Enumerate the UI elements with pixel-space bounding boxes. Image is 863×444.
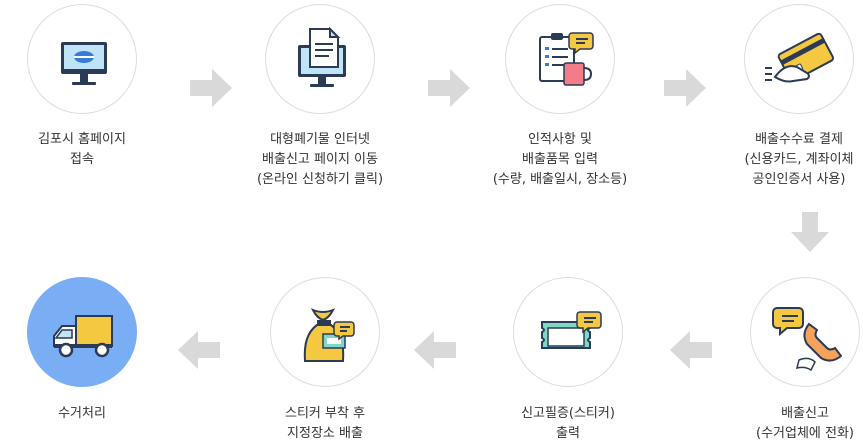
- step-7-line-2: 지정장소 배출: [287, 426, 363, 441]
- step-7-label: 스티커 부착 후 지정장소 배출: [225, 404, 425, 444]
- step-6-line-1: 신고필증(스티커): [521, 406, 615, 421]
- arrow-right-icon: [428, 69, 470, 107]
- arrow-left-icon: [178, 331, 220, 369]
- step-7-circle: [270, 277, 380, 387]
- arrow-left-icon: [670, 331, 712, 369]
- step-1-line-2: 접속: [70, 152, 94, 167]
- step-3-line-1: 인적사항 및: [528, 132, 592, 147]
- phone-chat-icon: [772, 307, 843, 372]
- step-2-line-1: 대형폐기물 인터넷: [270, 132, 370, 147]
- monitor-icon: [61, 42, 107, 85]
- arrow-right-icon: [664, 69, 706, 107]
- step-2-circle: [265, 4, 375, 114]
- arrow-down-icon: [791, 212, 829, 252]
- step-1-label: 김포시 홈페이지 접속: [0, 130, 182, 170]
- step-2-label: 대형폐기물 인터넷 배출신고 페이지 이동 (온라인 신청하기 클릭): [220, 130, 420, 190]
- truck-icon: [53, 315, 113, 358]
- step-4-line-1: 배출수수료 결제: [755, 132, 843, 147]
- credit-card-icon: [765, 32, 835, 83]
- document-monitor-icon: [298, 26, 346, 87]
- step-1-line-1: 김포시 홈페이지: [38, 132, 126, 147]
- bag-sticker-icon: [303, 308, 355, 362]
- step-8-line-1: 수거처리: [58, 406, 106, 421]
- step-4-circle: [744, 4, 854, 114]
- step-6-label: 신고필증(스티커) 출력: [468, 404, 668, 444]
- step-2-line-3: (온라인 신청하기 클릭): [256, 172, 384, 187]
- sticker-icon: [541, 311, 602, 349]
- step-2-line-2: 배출신고 페이지 이동: [262, 152, 378, 167]
- step-6-circle: [513, 277, 623, 387]
- step-5-line-1: 배출신고: [781, 406, 829, 421]
- step-4-line-2: (신용카드, 계좌이체: [744, 152, 854, 167]
- arrow-left-icon: [414, 331, 456, 369]
- step-1-circle: [27, 4, 137, 114]
- step-5-line-2: (수거업체에 전화): [756, 426, 854, 441]
- clipboard-cup-icon: [539, 32, 594, 86]
- step-4-line-3: 공인인증서 사용): [752, 172, 846, 187]
- step-5-circle: [750, 277, 860, 387]
- step-6-line-2: 출력: [556, 426, 580, 441]
- step-4-label: 배출수수료 결제 (신용카드, 계좌이체 공인인증서 사용): [699, 130, 863, 190]
- step-3-circle: [505, 4, 615, 114]
- arrow-right-icon: [190, 69, 232, 107]
- step-7-line-1: 스티커 부착 후: [284, 406, 366, 421]
- step-3-line-2: 배출품목 입력: [522, 152, 598, 167]
- step-3-line-3: (수량, 배출일시, 장소등): [492, 172, 628, 187]
- step-8-label: 수거처리: [0, 404, 182, 424]
- step-3-label: 인적사항 및 배출품목 입력 (수량, 배출일시, 장소등): [460, 130, 660, 190]
- step-8-circle: [27, 277, 137, 387]
- step-5-label: 배출신고 (수거업체에 전화): [705, 404, 863, 444]
